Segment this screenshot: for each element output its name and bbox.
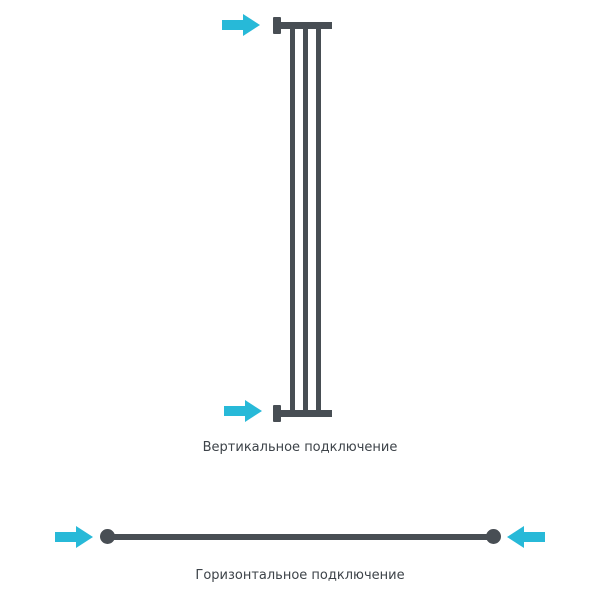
horizontal-connection-label: Горизонтальное подключение xyxy=(195,568,405,583)
rail-tube xyxy=(290,26,295,414)
arrow-shaft xyxy=(224,406,245,416)
arrow-shaft xyxy=(222,20,243,30)
arrow-head xyxy=(243,14,260,36)
vertical-connection-label: Вертикальное подключение xyxy=(202,440,398,455)
arrow-head xyxy=(507,526,524,548)
arrow-shaft xyxy=(55,532,76,542)
bottom-collector-bar xyxy=(277,410,332,417)
top-collector-bar xyxy=(277,22,332,29)
bottom-pipe-fitting xyxy=(273,405,281,422)
arrow-shaft xyxy=(524,532,545,542)
flow-arrow-right-icon xyxy=(55,526,95,548)
right-pipe-endpoint xyxy=(486,529,501,544)
left-pipe-endpoint xyxy=(100,529,115,544)
rail-tube xyxy=(316,26,321,414)
flow-arrow-right-icon xyxy=(224,400,264,422)
flow-arrow-right-icon xyxy=(222,14,262,36)
horizontal-pipe xyxy=(107,534,493,540)
arrow-head xyxy=(76,526,93,548)
rail-tube xyxy=(303,26,308,414)
flow-arrow-left-icon xyxy=(505,526,545,548)
arrow-head xyxy=(245,400,262,422)
